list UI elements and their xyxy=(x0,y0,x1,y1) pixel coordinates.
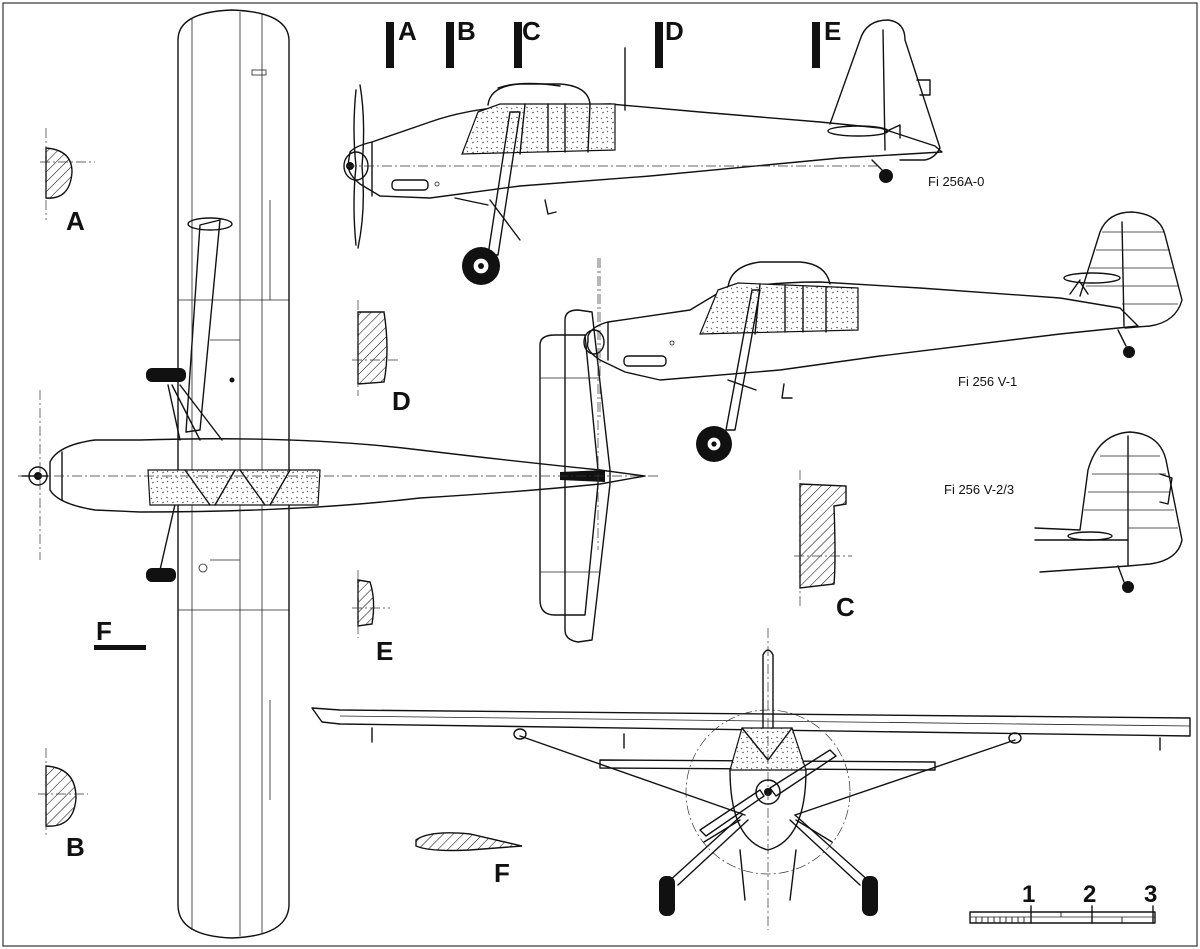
section-a: A xyxy=(40,128,95,236)
section-e-label: E xyxy=(376,636,393,666)
scale-bar: 1 2 3 xyxy=(969,881,1157,924)
plan-view xyxy=(18,9,660,939)
marker-e-label: E xyxy=(824,16,841,46)
marker-b-label: B xyxy=(457,16,476,46)
variant-a0-label: Fi 256A-0 xyxy=(928,174,984,189)
side-view-a0: Fi 256A-0 xyxy=(343,19,984,285)
section-f-plan-label: F xyxy=(96,616,112,646)
section-d: D xyxy=(352,300,411,416)
section-e: E xyxy=(352,570,393,666)
section-b-label: B xyxy=(66,832,85,862)
variant-v23-label: Fi 256 V-2/3 xyxy=(944,482,1014,497)
section-c: C xyxy=(794,470,855,622)
section-markers: A B C D E xyxy=(386,16,841,68)
marker-d-label: D xyxy=(665,16,684,46)
section-d-label: D xyxy=(392,386,411,416)
scale-mark-3: 3 xyxy=(1144,881,1157,908)
section-f-profile-label: F xyxy=(494,858,510,888)
section-a-label: A xyxy=(66,206,85,236)
marker-c-label: C xyxy=(522,16,541,46)
section-b: B xyxy=(38,748,88,862)
variant-v1-label: Fi 256 V-1 xyxy=(958,374,1017,389)
marker-a-label: A xyxy=(398,16,417,46)
section-f-profile: F xyxy=(415,832,523,888)
section-c-label: C xyxy=(836,592,855,622)
section-f-marker: F xyxy=(94,616,146,650)
front-view xyxy=(311,628,1191,930)
tail-view-v23: Fi 256 V-2/3 xyxy=(944,431,1183,593)
scale-mark-2: 2 xyxy=(1083,881,1096,908)
side-view-v1: Fi 256 V-1 xyxy=(583,211,1183,462)
scale-mark-1: 1 xyxy=(1022,881,1035,908)
